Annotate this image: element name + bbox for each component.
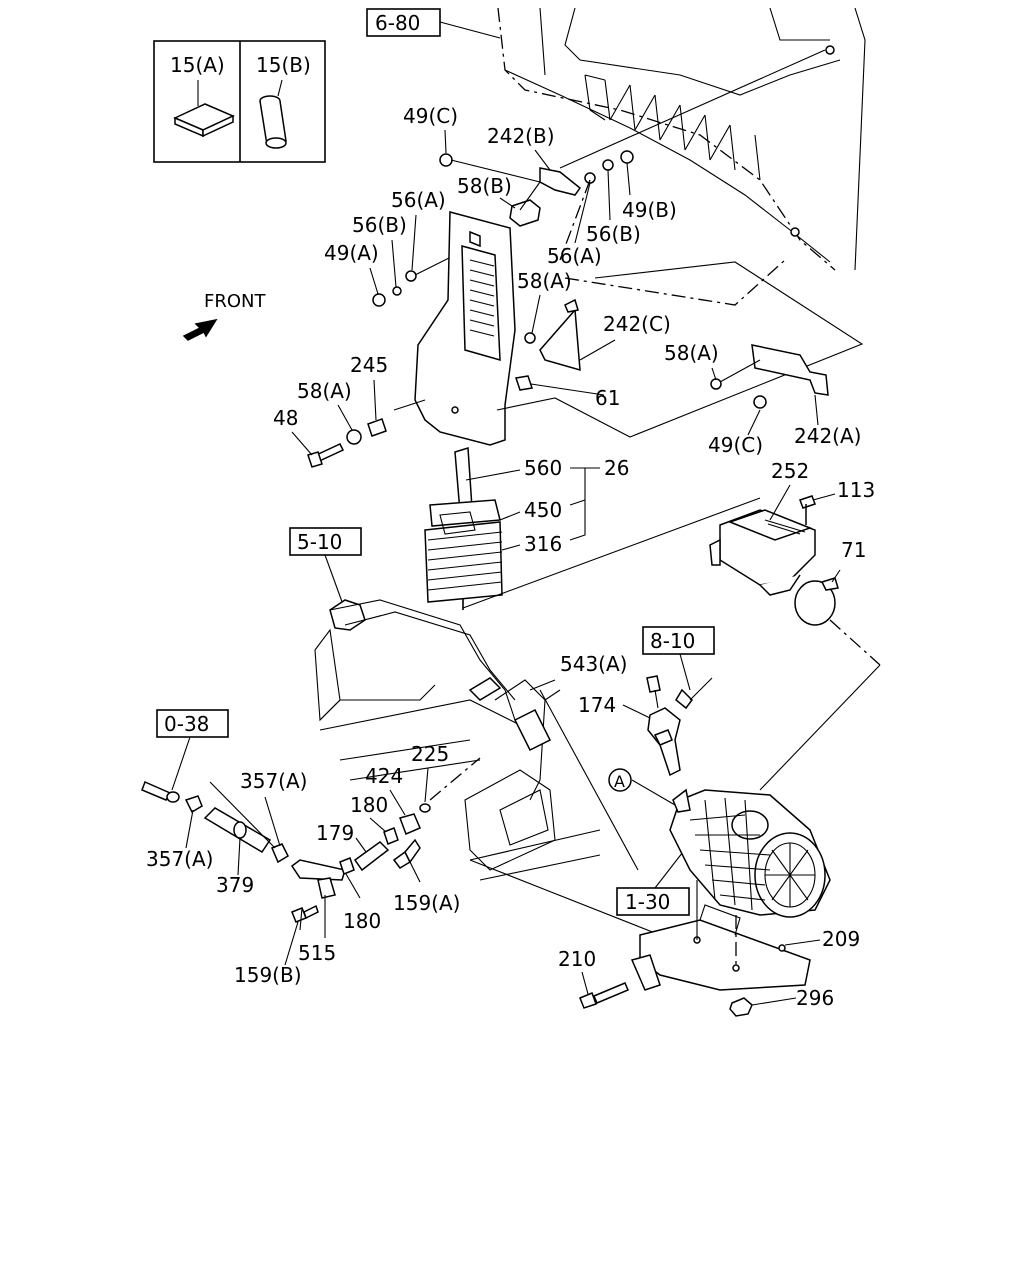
- ref-box-8-10-label: 8-10: [650, 629, 695, 653]
- bolt-48-assembly: [307, 418, 387, 468]
- label-58a-left: 58(A): [297, 379, 352, 403]
- air-cleaner-cover: [709, 493, 841, 626]
- label-560: 560: [524, 456, 562, 480]
- label-225: 225: [411, 742, 449, 766]
- shift-console-housing: [393, 211, 516, 446]
- label-49c-top: 49(C): [403, 104, 458, 128]
- ref-box-5-10[interactable]: 5-10: [289, 527, 362, 556]
- bracket-242a: [710, 344, 829, 409]
- label-58a-upper: 58(A): [517, 269, 572, 293]
- ref-box-8-10[interactable]: 8-10: [642, 626, 715, 655]
- label-179: 179: [316, 821, 354, 845]
- label-180-upper: 180: [350, 793, 388, 817]
- ref-box-0-38[interactable]: 0-38: [156, 709, 229, 738]
- frame-structure: [314, 599, 661, 936]
- label-209: 209: [822, 927, 860, 951]
- label-450: 450: [524, 498, 562, 522]
- inset-box: 15(A) 15(B): [153, 40, 326, 163]
- label-252: 252: [771, 459, 809, 483]
- label-357a-lower: 357(A): [146, 847, 213, 871]
- label-56a-left: 56(A): [391, 188, 446, 212]
- label-159b: 159(B): [234, 963, 302, 987]
- label-113: 113: [837, 478, 875, 502]
- label-174: 174: [578, 693, 616, 717]
- ref-box-6-80-label: 6-80: [375, 11, 420, 35]
- front-indicator: FRONT: [182, 291, 266, 341]
- label-71: 71: [841, 538, 866, 562]
- label-56a-right: 56(A): [547, 244, 602, 268]
- label-61: 61: [595, 386, 620, 410]
- air-cleaner-assembly: A: [608, 768, 831, 918]
- ref-box-1-30-label: 1-30: [625, 890, 670, 914]
- label-58b: 58(B): [457, 174, 512, 198]
- label-56b-left: 56(B): [352, 213, 407, 237]
- label-15b: 15(B): [256, 53, 311, 77]
- sensor-174: [622, 675, 713, 777]
- label-316: 316: [524, 532, 562, 556]
- label-242a: 242(A): [794, 424, 861, 448]
- front-arrow-icon: [182, 318, 218, 341]
- ref-box-0-38-label: 0-38: [164, 712, 209, 736]
- circle-a-label: A: [614, 772, 625, 791]
- label-26: 26: [604, 456, 629, 480]
- hose-assembly: [141, 757, 481, 938]
- ref-box-6-80[interactable]: 6-80: [366, 8, 441, 37]
- bracket-209: [579, 880, 821, 1017]
- label-357a-upper: 357(A): [240, 769, 307, 793]
- label-48: 48: [273, 406, 298, 430]
- label-180-lower: 180: [343, 909, 381, 933]
- label-49a: 49(A): [324, 241, 379, 265]
- label-15a: 15(A): [170, 53, 225, 77]
- label-49b: 49(B): [622, 198, 677, 222]
- callout-labels: 49(C) 242(B) 58(B) 56(A) 56(B) 49(A) 49(…: [146, 104, 875, 1010]
- label-515: 515: [298, 941, 336, 965]
- ref-box-1-30[interactable]: 1-30: [616, 887, 690, 916]
- label-543a: 543(A): [560, 652, 627, 676]
- shift-boot: [424, 447, 600, 603]
- label-159a: 159(A): [393, 891, 460, 915]
- ref-box-5-10-label: 5-10: [297, 530, 342, 554]
- label-379: 379: [216, 873, 254, 897]
- label-58a-right: 58(A): [664, 341, 719, 365]
- label-56b-right: 56(B): [586, 222, 641, 246]
- label-210: 210: [558, 947, 596, 971]
- label-49c-bottom: 49(C): [708, 433, 763, 457]
- label-245: 245: [350, 353, 388, 377]
- label-242c: 242(C): [603, 312, 671, 336]
- cab-rear-panel: [497, 7, 866, 271]
- label-296: 296: [796, 986, 834, 1010]
- front-label: FRONT: [204, 291, 266, 312]
- label-424: 424: [365, 764, 403, 788]
- upper-bracket-assembly: [372, 150, 634, 307]
- label-242b: 242(B): [487, 124, 555, 148]
- bracket-242c: [515, 298, 605, 396]
